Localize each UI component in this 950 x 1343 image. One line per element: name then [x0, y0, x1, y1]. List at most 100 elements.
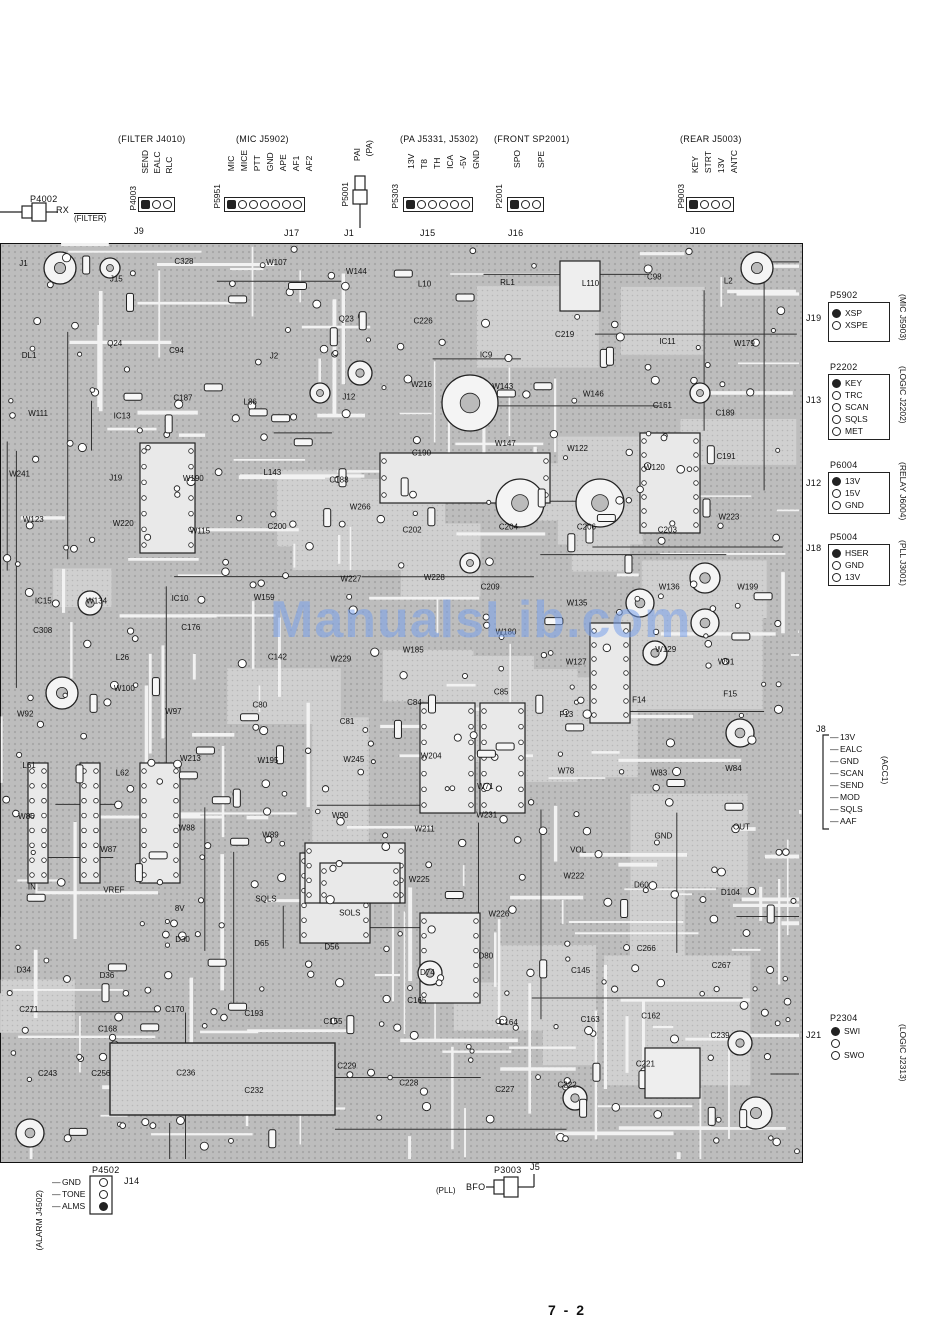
board-component-label: W180 [496, 628, 517, 637]
rear-pin-names: KEY STRT 13V ANTC [690, 150, 739, 173]
board-component-label: C236 [176, 1069, 196, 1078]
pa-pin-5: -5V [458, 155, 468, 169]
filter-connector [138, 197, 175, 212]
board-component-label: W88 [179, 823, 196, 832]
j13-pin-2: TRC [845, 390, 863, 400]
board-component-label: L2 [724, 276, 733, 285]
board-component-label: F13 [559, 710, 573, 719]
board-component-label: D80 [479, 952, 494, 961]
board-component-label: W115 [190, 527, 211, 536]
board-component-label: W204 [421, 752, 442, 761]
filter-label: (FILTER) [74, 214, 107, 223]
board-component-label: W185 [403, 645, 424, 654]
p5001-label: P5001 [340, 182, 350, 207]
p2001-label: P2001 [494, 184, 504, 209]
filter-pin-2: EALC [152, 151, 162, 174]
pai-label: PAI [352, 148, 362, 162]
pa-pin-3: TH [432, 157, 442, 169]
pa-pin-6: GND [471, 150, 481, 169]
board-component-label: C176 [181, 623, 201, 632]
j5-label: J5 [530, 1162, 541, 1172]
j13-connector: KEY TRC SCAN SQLS MET [828, 374, 890, 440]
board-component-label: C85 [494, 688, 509, 697]
board-component-label: J2 [270, 352, 279, 361]
j18-pin-3: 13V [845, 572, 861, 582]
alarm-pin-1: GND [62, 1177, 81, 1187]
pa-pin-4: ICA [445, 154, 455, 169]
board-component-label: W100 [114, 684, 135, 693]
j21-label: J21 [806, 1030, 822, 1040]
board-component-label: J19 [109, 474, 122, 483]
board-component-label: C189 [716, 408, 736, 417]
board-component-label: W92 [17, 710, 34, 719]
board-component-label: W90 [332, 811, 349, 820]
board-component-label: C219 [555, 330, 575, 339]
board-component-label: W87 [100, 845, 117, 854]
board-component-label: W83 [651, 769, 668, 778]
board-component-label: L61 [22, 761, 36, 770]
board-component-label: C308 [33, 626, 53, 635]
board-component-label: IN [28, 882, 36, 891]
board-component-label: C161 [653, 401, 673, 410]
p5303-label: P5303 [390, 184, 400, 209]
mic-pin-4: GND [265, 152, 275, 172]
board-component-label: W213 [180, 754, 201, 763]
j19-pin-1: XSP [845, 308, 863, 318]
pa-pin-1: 13V [406, 153, 416, 169]
p5902-label: P5902 [830, 290, 858, 300]
board-component-label: C142 [268, 652, 288, 661]
board-component-label: D34 [16, 966, 31, 975]
pa-pin-2: T8 [419, 158, 429, 169]
board-component-label: RL1 [500, 278, 515, 287]
j19-label: J19 [806, 313, 822, 323]
board-component-label: C162 [641, 1011, 661, 1020]
board-component-label: W231 [476, 810, 497, 819]
board-component-label: W199 [737, 582, 758, 591]
p9003-label: P9003 [676, 184, 686, 209]
j8-pin-8: AAF [840, 816, 857, 826]
front-sp-pin-names: SPO SPE [512, 150, 546, 168]
page-number: 7 - 2 [548, 1302, 587, 1318]
board-component-label: W227 [340, 574, 361, 583]
j19-side-label: (MIC J5903) [898, 294, 908, 341]
board-component-label: C80 [253, 700, 268, 709]
alarm-pin-3: ALMS [62, 1201, 86, 1211]
board-component-label: W245 [343, 755, 364, 764]
board-component-label: C209 [481, 582, 501, 591]
j13-label: J13 [806, 395, 822, 405]
p4002-label: P4002 [30, 194, 58, 204]
board-component-label: W86 [18, 812, 35, 821]
board-component-label: J12 [342, 392, 355, 401]
board-component-label: W147 [495, 439, 516, 448]
board-component-label: IC11 [659, 337, 676, 346]
board-component-label: L62 [116, 768, 130, 777]
j18-pin-2: GND [845, 560, 864, 570]
board-component-label: W127 [566, 658, 587, 667]
p4502-label: P4502 [92, 1165, 120, 1175]
board-component-label: W120 [644, 463, 665, 472]
pa-connector [403, 197, 473, 212]
alarm-connector: —GND —TONE —ALMS [52, 1176, 112, 1212]
board-component-label: W144 [346, 267, 367, 276]
board-component-label: W111 [28, 409, 48, 418]
board-component-label: Q24 [107, 339, 123, 348]
rear-connector [686, 197, 734, 212]
board-component-label: W211 [414, 824, 435, 833]
board-component-label: D36 [100, 971, 115, 980]
board-component-label: W123 [23, 515, 44, 524]
board-component-label: SOLS [339, 909, 360, 918]
j8-pin-3: GND [840, 756, 859, 766]
board-component-label: W216 [411, 380, 432, 389]
board-component-label: W107 [266, 258, 287, 267]
j12-pin-2: 15V [845, 488, 861, 498]
board-component-label: C221 [636, 1059, 656, 1068]
j13-pin-1: KEY [845, 378, 863, 388]
board-component-label: W159 [254, 593, 275, 602]
board-component-label: C227 [495, 1085, 515, 1094]
board-component-label: IC9 [480, 351, 493, 360]
board-component-label: W225 [409, 875, 430, 884]
board-component-label: C188 [329, 476, 349, 485]
p3003-label: P3003 [494, 1165, 522, 1175]
j19-connector: XSP XSPE [828, 302, 890, 342]
